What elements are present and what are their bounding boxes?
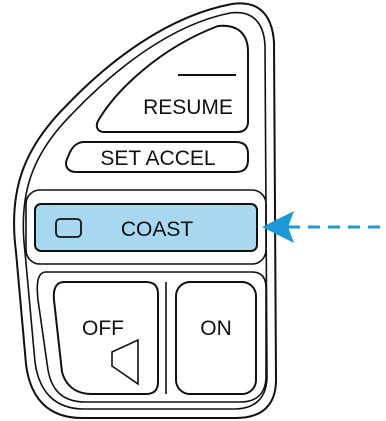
set-accel-label: SET ACCEL: [100, 147, 215, 170]
off-indicator-wedge: [111, 338, 139, 386]
coast-button-highlight: [34, 203, 258, 252]
off-on-pod-outline: [36, 271, 267, 403]
off-button[interactable]: OFF: [52, 281, 159, 395]
resume-button-body: [95, 24, 249, 133]
on-label: ON: [200, 317, 232, 340]
coast-label: COAST: [121, 218, 194, 241]
off-on-pod: [36, 271, 267, 403]
on-button[interactable]: ON: [175, 281, 257, 395]
pointer-arrow-head: [262, 211, 294, 243]
housing-inner-outline: [22, 11, 268, 410]
coast-button[interactable]: COAST: [25, 189, 267, 265]
resume-button[interactable]: RESUME: [95, 24, 249, 133]
set-accel-button[interactable]: SET ACCEL: [65, 141, 249, 173]
coast-pointer-arrow: [262, 211, 380, 243]
off-button-body: [52, 281, 159, 395]
coast-indicator-icon: [55, 218, 82, 238]
on-button-body: [175, 281, 257, 395]
off-label: OFF: [82, 317, 124, 340]
set-accel-button-body: [65, 141, 249, 173]
resume-label: RESUME: [143, 96, 233, 119]
